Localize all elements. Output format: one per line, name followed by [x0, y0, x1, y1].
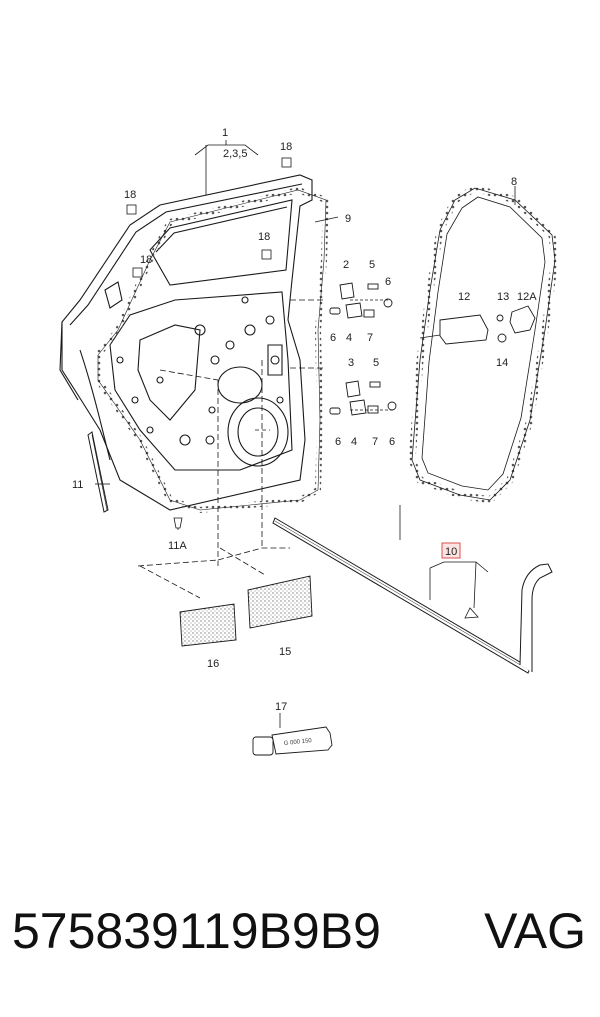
callout-9: 9: [345, 213, 351, 225]
callout-11a: 11A: [168, 540, 187, 552]
tube-label: G 000 150: [284, 738, 313, 747]
lower-hinge-group: [329, 380, 397, 416]
clip-markers: [126, 157, 292, 529]
window-seal: [408, 184, 559, 504]
callout-6-a: 6: [385, 276, 391, 288]
callout-6-d: 6: [389, 436, 395, 448]
callout-17: 17: [275, 701, 287, 713]
callout-10: 10: [445, 546, 457, 558]
door-frame: [59, 174, 313, 511]
callout-18-a: 18: [280, 141, 292, 153]
callout-16: 16: [207, 658, 219, 670]
callout-1: 1: [222, 127, 228, 139]
callout-8: 8: [511, 176, 517, 188]
callout-12a: 12A: [517, 291, 537, 303]
sealant-tube: G 000 150: [252, 713, 333, 756]
callout-12: 12: [458, 291, 470, 303]
damping-pad-15: [247, 575, 313, 629]
brand-name: VAG: [484, 903, 586, 959]
highlight-box-10: [441, 542, 461, 559]
callout-11: 11: [72, 479, 83, 491]
callout-7-b: 7: [372, 436, 378, 448]
part-number: 575839119B9B9: [12, 903, 381, 959]
callout-13: 13: [497, 291, 509, 303]
damping-pad-16: [179, 603, 237, 647]
sill-seal: [272, 517, 531, 674]
callout-5-a: 5: [369, 259, 375, 271]
callout-5-b: 5: [373, 357, 379, 369]
callout-1-sub: 2,3,5: [223, 148, 247, 160]
callout-7-a: 7: [367, 332, 373, 344]
callout-numbers: 1 2,3,5 18 18 18 18 9 8 2 5 6 6 4 7 3 5 …: [72, 127, 537, 713]
trim-strip: [87, 431, 109, 513]
callout-18-d: 18: [140, 254, 152, 266]
callout-3: 3: [348, 357, 354, 369]
callout-4-a: 4: [346, 332, 352, 344]
door-check-strap: [439, 305, 536, 345]
callout-18-b: 18: [124, 189, 136, 201]
exploded-parts-diagram: G 000 150 1 2,3,5 18 18 18 18 9 8 2 5 6 …: [59, 127, 559, 756]
callout-14: 14: [496, 357, 508, 369]
callout-2: 2: [343, 259, 349, 271]
callout-6-c: 6: [335, 436, 341, 448]
callout-18-c: 18: [258, 231, 270, 243]
upper-hinge-group: [329, 282, 393, 319]
leader-lines: [95, 140, 516, 609]
callout-6-b: 6: [330, 332, 336, 344]
callout-4-b: 4: [351, 436, 357, 448]
callout-15: 15: [279, 646, 291, 658]
